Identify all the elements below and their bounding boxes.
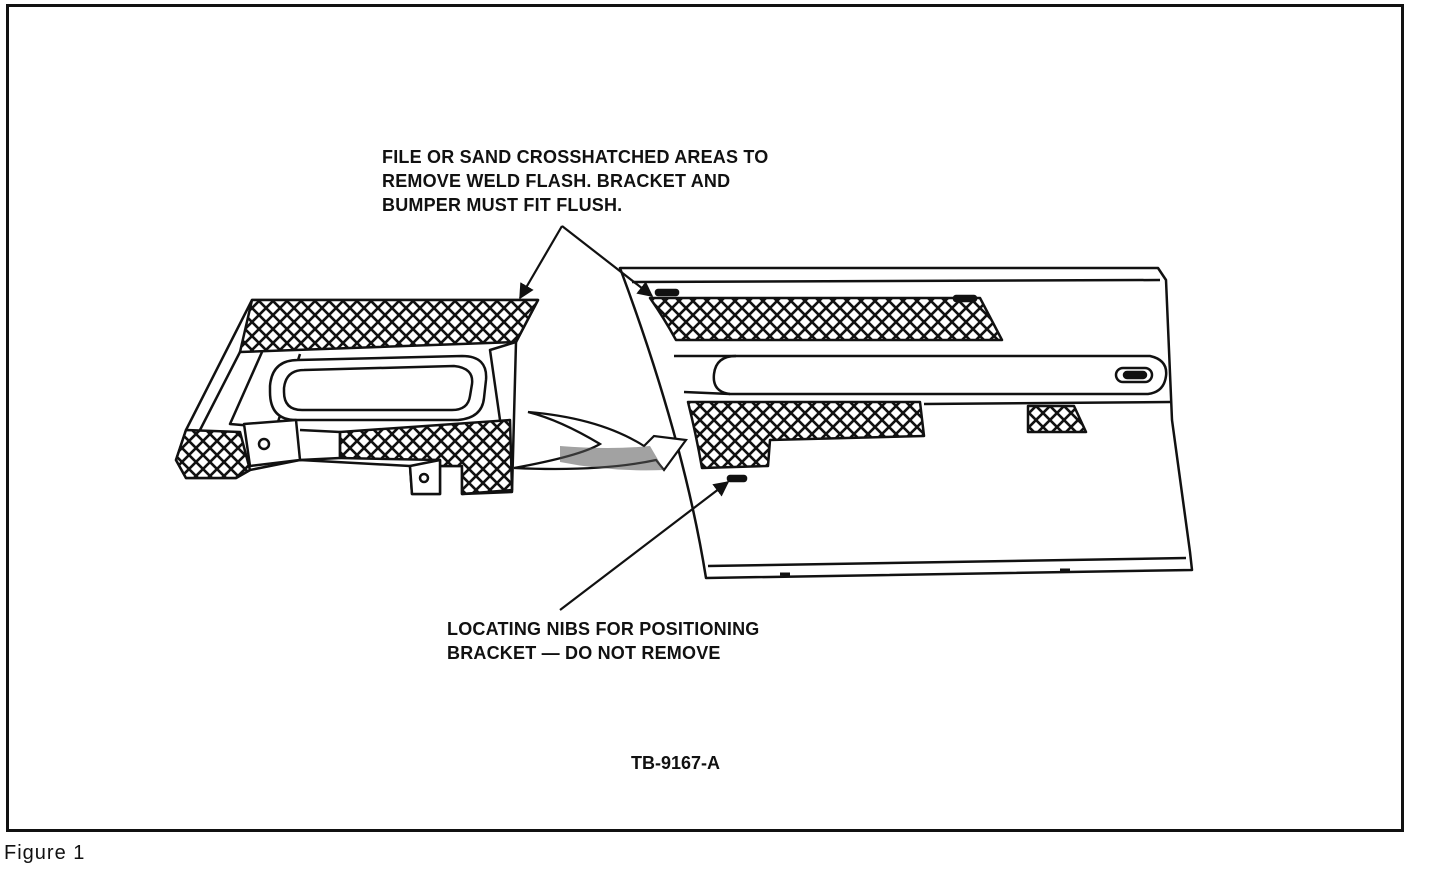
drawing-number: TB-9167-A (631, 753, 721, 773)
bracket-part (174, 298, 540, 496)
leader-to-bumper (561, 225, 654, 297)
leader-to-bracket (519, 225, 563, 300)
bracket-tab-hole (257, 437, 271, 451)
bumper-small-hatch (1026, 404, 1088, 434)
bracket-slot-inner (282, 364, 474, 412)
figure-caption: Figure 1 (4, 842, 86, 864)
bumper-part (618, 266, 1194, 580)
callout-sand-crosshatched-areas: FILE OR SAND CROSSHATCHED AREAS TO REMOV… (382, 145, 769, 217)
bracket-left-hatch (174, 428, 252, 480)
assembly-arrow (513, 410, 688, 472)
locating-nib (726, 474, 748, 483)
locating-nib (952, 294, 978, 303)
callout-line: REMOVE WELD FLASH. BRACKET AND (382, 171, 731, 191)
bumper-lower-hatch (686, 400, 926, 470)
locating-nib (654, 288, 680, 297)
callout-line: BRACKET — DO NOT REMOVE (447, 643, 721, 663)
arrows (519, 225, 730, 611)
bumper-rib (712, 354, 1168, 396)
bracket-lower-hatch (338, 418, 514, 496)
figure-frame (6, 4, 1404, 832)
bracket-tab (242, 418, 302, 468)
bumper-top-hatch (648, 296, 1004, 342)
bracket-foot-hole (418, 472, 430, 484)
callout-locating-nibs: LOCATING NIBS FOR POSITIONING BRACKET — … (447, 617, 759, 665)
leader-to-nib (559, 481, 730, 611)
callout-line: LOCATING NIBS FOR POSITIONING (447, 619, 760, 639)
callout-line: BUMPER MUST FIT FLUSH. (382, 195, 623, 215)
callout-line: FILE OR SAND CROSSHATCHED AREAS TO (382, 147, 769, 167)
